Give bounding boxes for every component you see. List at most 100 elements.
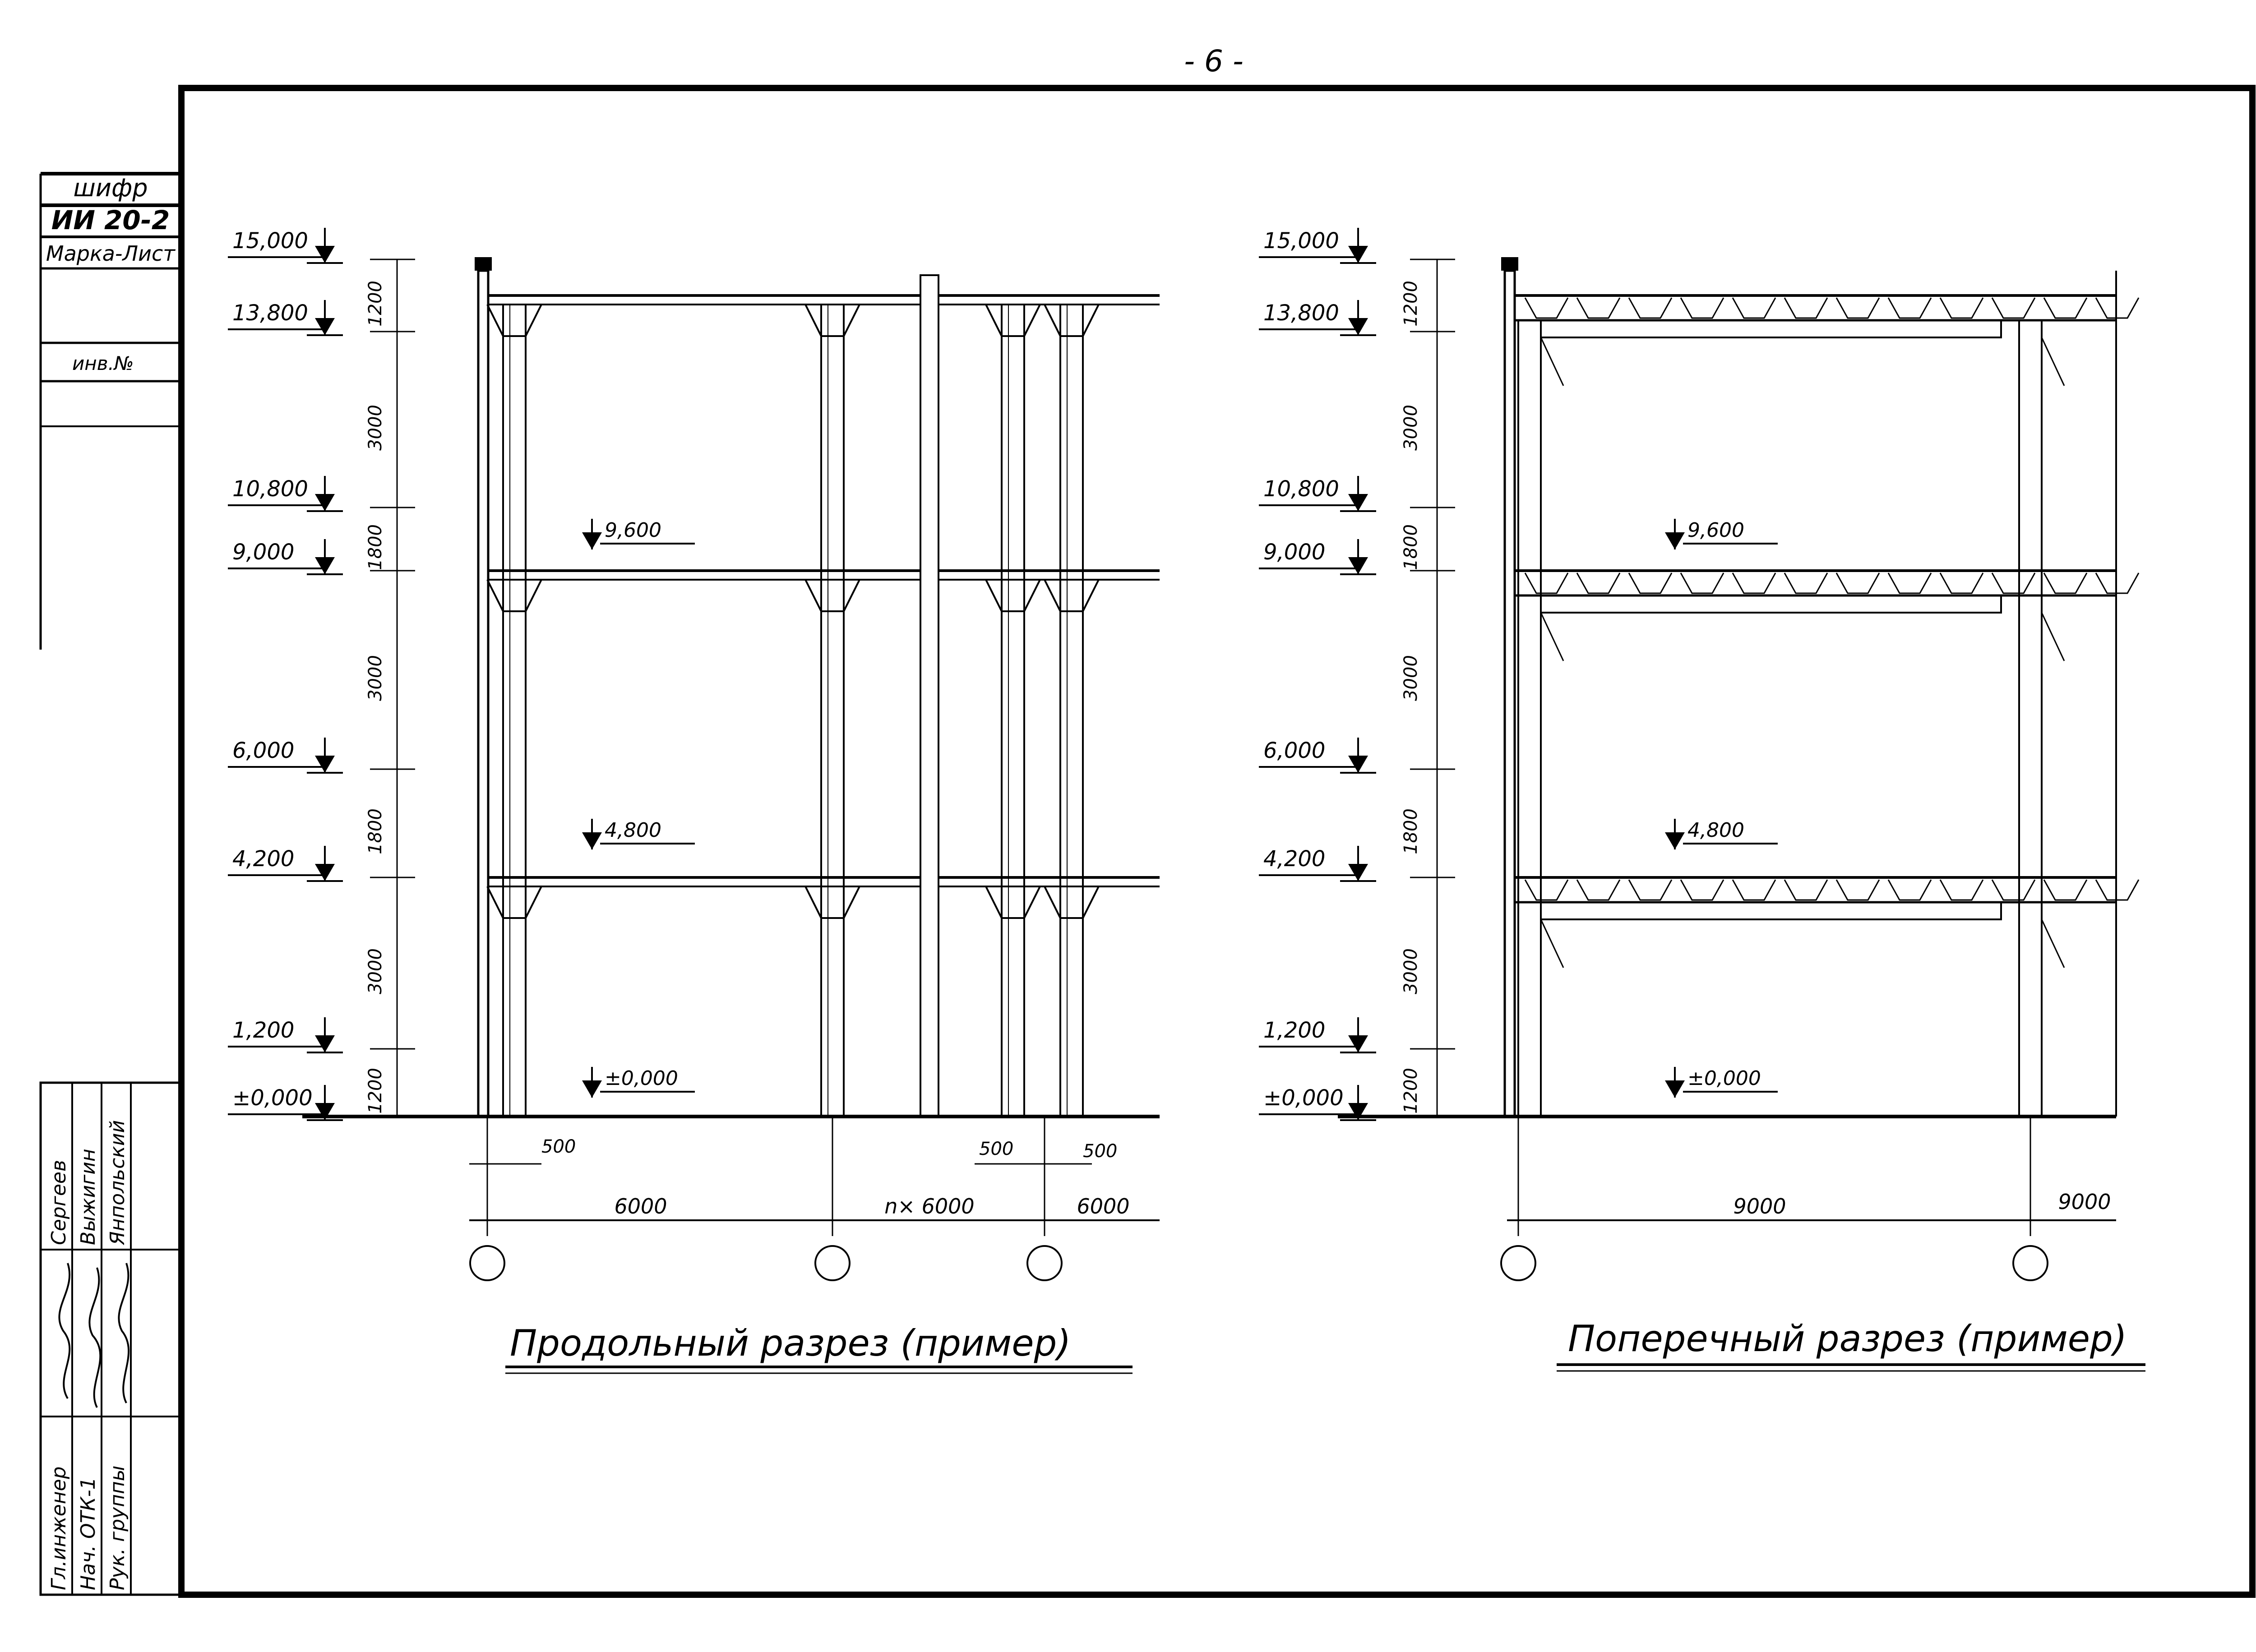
level-label: 6,000 [1263,738,1325,763]
grid-axis-bubble [814,1245,851,1281]
level-label: 1,200 [1263,1018,1325,1043]
cross-beam [1540,595,2002,614]
column-haunch [1540,919,1564,968]
span-dimension: 6000 [1077,1194,1129,1218]
height-dimension: 3000 [365,655,386,701]
slab-rib [1680,879,1724,901]
slab-rib [1524,572,1569,594]
slab-rib [1939,297,1984,319]
column [1059,304,1084,1117]
cipher-label: шифр [74,174,148,202]
slab-rib [1835,572,1880,594]
grid-axis-bubble [1026,1245,1063,1281]
level-label: ±0,000 [232,1085,313,1111]
level-label: 13,800 [232,300,308,326]
signature-scribble-3 [118,1263,130,1403]
height-dimension: 1800 [365,524,386,570]
grid-axis-bubble [2012,1245,2048,1281]
level-label: 1,200 [232,1018,294,1043]
slab-rib [1784,297,1828,319]
slab-rib [1939,879,1984,901]
slab-rib [2043,879,2088,901]
column-haunch [1540,612,1564,661]
slab-rib [1784,572,1828,594]
slab-rib [1991,572,2036,594]
slab-rib [2095,297,2140,319]
level-label: 13,800 [1263,300,1339,326]
column-capital [985,304,1041,337]
grid-axis-bubble [469,1245,505,1281]
name-yanpolsky: Янпольский [106,1120,129,1246]
inventory-label: инв.№ [72,352,134,374]
slab-rib [1732,879,1776,901]
small-dimension: 500 [979,1139,1013,1159]
column-capital [1044,304,1100,337]
sheet-label: Марка-Лист [46,241,176,266]
signatures-block: Гл.инженер Нач. ОТК-1 Рук. группы Сергее… [39,1081,183,1596]
break-gap [920,274,939,1117]
transverse-title: Поперечный разрез (пример) [1568,1318,2127,1360]
column-haunch [1540,337,1564,386]
name-sergeev: Сергеев [47,1160,70,1245]
level-label: 15,000 [232,228,308,254]
column [2018,319,2043,1117]
grid-axis-bubble [1500,1245,1536,1281]
inner-level-label: 4,800 [605,819,661,842]
outer-wall [1503,269,1516,1118]
level-label: 4,200 [1263,846,1325,872]
column-capital [486,886,542,919]
transverse-section: 15,00013,80010,8009,0006,0004,2001,200±0… [1259,228,2140,1281]
slab-rib [1835,297,1880,319]
column [1517,319,1542,1117]
stamp-box: шифр ИИ 20-2 Марка-Лист инв.№ [39,172,181,650]
slab-rib [1628,879,1673,901]
slab-rib [1784,879,1828,901]
slab-rib [1680,572,1724,594]
height-dimension: 1200 [365,1068,386,1114]
slab-rib [1680,297,1724,319]
slab-rib [1887,879,1932,901]
height-dimension: 1200 [1401,281,1421,327]
span-dimension: 9000 [1733,1194,1786,1218]
signature-scribble-1 [58,1263,71,1399]
slab-rib [2095,879,2140,901]
column-capital [1044,886,1100,919]
slab-rib [1576,572,1621,594]
column-haunch [2041,337,2065,386]
page-number: - 6 - [1184,44,1244,78]
longitudinal-section: 15,00013,80010,8009,0006,0004,2001,200±0… [228,228,1160,1281]
height-dimension: 3000 [1401,948,1421,994]
column-haunch [2041,919,2065,968]
slab-rib [1524,297,1569,319]
span-dimension: 6000 [614,1194,667,1218]
column [820,304,845,1117]
small-dimension: 500 [1083,1141,1117,1162]
slab-rib [1628,572,1673,594]
column-capital [985,579,1041,612]
cipher-value: ИИ 20-2 [51,205,170,235]
height-dimension: 1200 [365,281,386,327]
height-dimension: 1800 [365,808,386,854]
slab-rib [1732,297,1776,319]
column [1001,304,1025,1117]
height-dimension: 3000 [1401,405,1421,451]
level-label: 6,000 [232,738,294,763]
parapet-cap [1501,257,1518,271]
slab-rib [1991,297,2036,319]
level-label: 10,800 [1263,476,1339,502]
level-label: 9,000 [232,540,294,565]
slab-rib [1835,879,1880,901]
span-dimension: 9000 [2058,1190,2111,1214]
role-chief-engineer: Гл.инженер [47,1467,70,1590]
longitudinal-title: Продольный разрез (пример) [510,1322,1071,1364]
slab-rib [1887,297,1932,319]
slab-rib [2043,297,2088,319]
small-dimension: 500 [541,1136,576,1157]
column-capital [985,886,1041,919]
column-capital [486,304,542,337]
slab-rib [1939,572,1984,594]
slab-rib [1576,297,1621,319]
level-label: ±0,000 [1263,1085,1344,1111]
level-label: 9,000 [1263,540,1325,565]
